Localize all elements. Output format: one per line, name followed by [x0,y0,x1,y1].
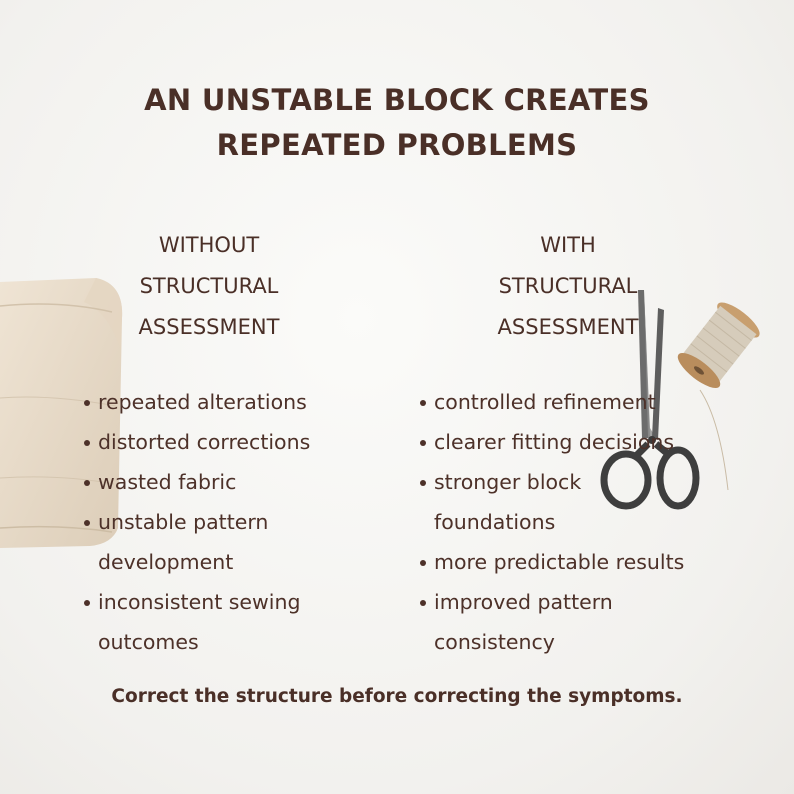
without-assessment-column: WITHOUT STRUCTURAL ASSESSMENT repeated a… [72,225,342,662]
list-item: stronger block foundations [408,462,644,542]
without-list: repeated alterations distorted correctio… [72,382,342,662]
with-list: controlled refinement clearer fitting de… [408,382,738,662]
list-item: distorted corrections [72,422,342,462]
title-line-1: AN UNSTABLE BLOCK CREATES [144,83,650,117]
title-line-2: REPEATED PROBLEMS [216,128,578,162]
with-assessment-column: WITH STRUCTURAL ASSESSMENT controlled re… [408,225,738,662]
list-item: repeated alterations [72,382,342,422]
list-item: unstable pattern development [72,502,323,582]
list-item: more predictable results [408,542,738,582]
list-item: inconsistent sewing outcomes [72,582,348,662]
without-heading: WITHOUT STRUCTURAL ASSESSMENT [138,233,280,339]
footer-tagline: Correct the structure before correcting … [111,686,683,707]
list-item: controlled refinement [408,382,738,422]
list-item: clearer fitting decisions [408,422,738,462]
list-item: improved pattern consistency [408,582,674,662]
page-title: AN UNSTABLE BLOCK CREATES REPEATED PROBL… [0,78,794,168]
with-heading: WITH STRUCTURAL ASSESSMENT [497,233,639,339]
list-item: wasted fabric [72,462,342,502]
